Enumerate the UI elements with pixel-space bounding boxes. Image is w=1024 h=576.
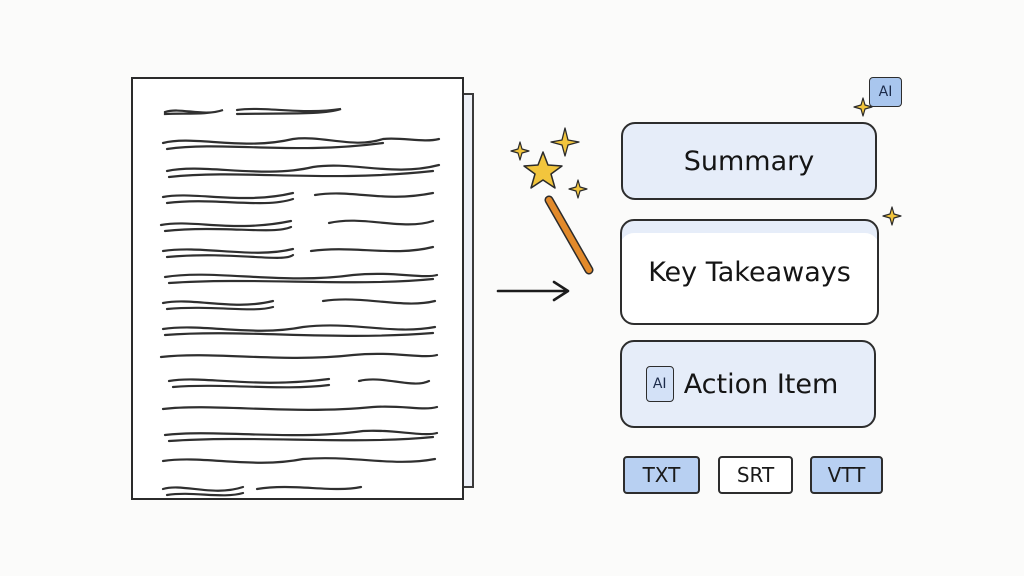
sparkle-icon — [510, 141, 530, 161]
scribble-line — [161, 457, 437, 464]
scribble-line — [161, 405, 439, 411]
ai-badge-icon: AI — [869, 77, 902, 107]
scribble-line — [163, 272, 439, 285]
key-takeaways-label: Key Takeaways — [648, 256, 851, 288]
scribble-line — [165, 163, 441, 179]
scribble-line — [161, 191, 435, 205]
magic-wand-icon — [510, 127, 594, 275]
format-vtt-chip: VTT — [810, 456, 883, 494]
scribbled-text-lines — [159, 107, 441, 497]
action-item-label: Action Item — [683, 368, 839, 400]
format-srt-chip: SRT — [718, 456, 793, 494]
scribble-line — [159, 352, 439, 359]
format-srt-label: SRT — [736, 463, 775, 487]
summary-card: Summary — [621, 122, 877, 200]
sparkle-icon — [568, 179, 588, 199]
transcript-document — [131, 77, 464, 500]
scribble-line — [161, 245, 435, 259]
ai-badge-icon: AI — [645, 366, 674, 402]
scribble-line — [167, 377, 431, 389]
format-txt-chip: TXT — [623, 456, 700, 494]
arrow-right-icon — [496, 280, 570, 302]
action-item-card: AI Action Item — [620, 340, 876, 428]
sparkle-icon — [853, 97, 873, 117]
scribble-line — [163, 107, 342, 116]
format-txt-label: TXT — [642, 463, 681, 487]
scribble-line — [163, 429, 439, 443]
scribble-line — [161, 137, 441, 151]
scribble-line — [161, 324, 437, 337]
format-vtt-label: VTT — [827, 463, 866, 487]
sparkle-icon — [550, 127, 580, 157]
sparkle-icon — [523, 151, 563, 189]
scribble-line — [159, 219, 435, 233]
summary-label: Summary — [683, 145, 815, 177]
key-takeaways-card: Key Takeaways — [620, 219, 879, 325]
scribble-line — [161, 485, 363, 497]
sparkle-icon — [882, 206, 902, 226]
scribble-line — [161, 298, 437, 311]
